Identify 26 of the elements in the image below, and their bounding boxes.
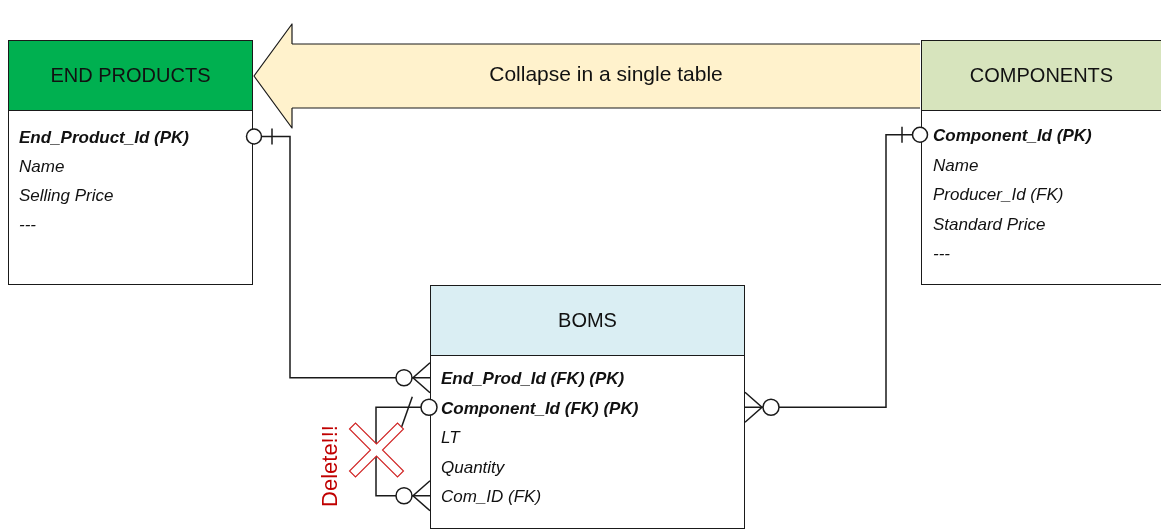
attribute-text: Com_ID (FK) [441, 486, 542, 508]
relationship-line [744, 126, 929, 423]
key-attribute-text: End_Prod_Id (FK) (PK) [441, 368, 625, 390]
entity-table [921, 40, 1161, 285]
attribute-text: --- [19, 214, 36, 236]
key-attribute-text: Component_Id (FK) (PK) [441, 397, 639, 420]
note-text: Delete!!! [318, 425, 342, 507]
key-attribute-text: Component_Id (PK) [933, 125, 1092, 147]
entity-table [430, 285, 745, 529]
table-header: COMPONENTS [922, 41, 1161, 111]
key-attribute-text: End_Product_Id (PK) [19, 127, 189, 149]
entity-table [8, 40, 253, 285]
attribute-text: Selling Price [19, 185, 114, 207]
relationship-line [375, 398, 438, 512]
relationship-line [245, 127, 431, 394]
attribute-text: Standard Price [933, 213, 1046, 236]
table-header: BOMS [431, 286, 744, 356]
attribute-text: Producer_Id (FK) [933, 184, 1064, 206]
attribute-text: Quantity [441, 456, 505, 479]
attribute-text: Name [19, 156, 65, 178]
edge-label: Collapse in a single table [489, 61, 723, 87]
attribute-text: Name [933, 154, 979, 177]
attribute-text: LT [441, 427, 460, 449]
block-arrow [253, 23, 921, 129]
attribute-text: --- [933, 243, 950, 265]
table-header: END PRODUCTS [9, 41, 252, 111]
